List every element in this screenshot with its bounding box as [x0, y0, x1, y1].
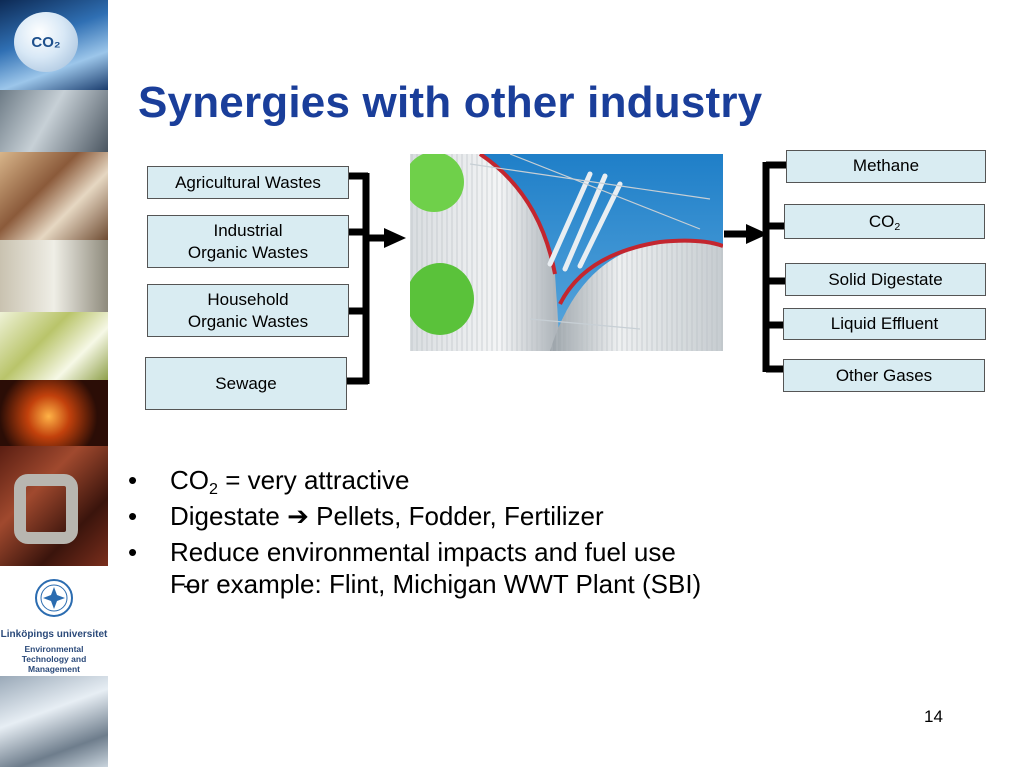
right-arrow-icon: ➔	[287, 501, 309, 531]
output-box-methane: Methane	[786, 150, 986, 183]
output-box-solid-digestate: Solid Digestate	[785, 263, 986, 296]
output-box-other-gases: Other Gases	[783, 359, 985, 392]
output-arrow-head-icon	[746, 224, 768, 244]
bullet-dot-icon: •	[128, 465, 138, 495]
page-number: 14	[924, 707, 943, 726]
department-name: Environmental Technology and Management	[21, 644, 87, 674]
sidebar-workers-image	[0, 240, 108, 312]
input-box-household-organic-wastes: Household Organic Wastes	[147, 284, 349, 337]
sidebar-co2-globe-image: CO₂	[0, 0, 108, 90]
sidebar-image-strip: CO₂ Linköpings universitet Environmental…	[0, 0, 108, 767]
bullet-item-reduce-impacts: • Reduce environmental impacts and fuel …	[128, 534, 701, 570]
digester-tanks-photo	[410, 154, 723, 351]
input-arrow-head-icon	[384, 228, 406, 248]
digester-illustration	[410, 154, 723, 351]
input-box-industrial-organic-wastes: Industrial Organic Wastes	[147, 215, 349, 268]
university-seal-icon	[35, 579, 73, 617]
bullet-dot-icon: •	[128, 537, 138, 567]
university-logo-block: Linköpings universitet Environmental Tec…	[0, 578, 108, 674]
sidebar-structure-image	[0, 312, 108, 380]
sidebar-solar-field-image	[0, 676, 108, 767]
sidebar-meeting-image	[0, 152, 108, 240]
sidebar-lab-image	[0, 90, 108, 152]
university-name: Linköpings universitet	[0, 629, 108, 640]
sub-bullet-example: – For example: Flint, Michigan WWT Plant…	[128, 566, 701, 602]
input-box-agricultural-wastes: Agricultural Wastes	[147, 166, 349, 199]
output-box-liquid-effluent: Liquid Effluent	[783, 308, 986, 340]
output-box-co2: CO2	[784, 204, 985, 239]
slide-title: Synergies with other industry	[138, 78, 763, 127]
dash-icon: –	[184, 569, 199, 599]
bullet-item-co2: • CO2 = very attractive	[128, 462, 701, 498]
co2-badge-text: CO₂	[31, 33, 61, 51]
bullet-item-digestate: • Digestate ➔ Pellets, Fodder, Fertilize…	[128, 498, 701, 534]
sidebar-steel-profile-image	[0, 446, 108, 566]
bullet-dot-icon: •	[128, 501, 138, 531]
bullet-list: • CO2 = very attractive • Digestate ➔ Pe…	[128, 462, 701, 602]
sidebar-fire-image	[0, 380, 108, 446]
input-box-sewage: Sewage	[145, 357, 347, 410]
co2-badge-icon: CO₂	[14, 12, 78, 72]
